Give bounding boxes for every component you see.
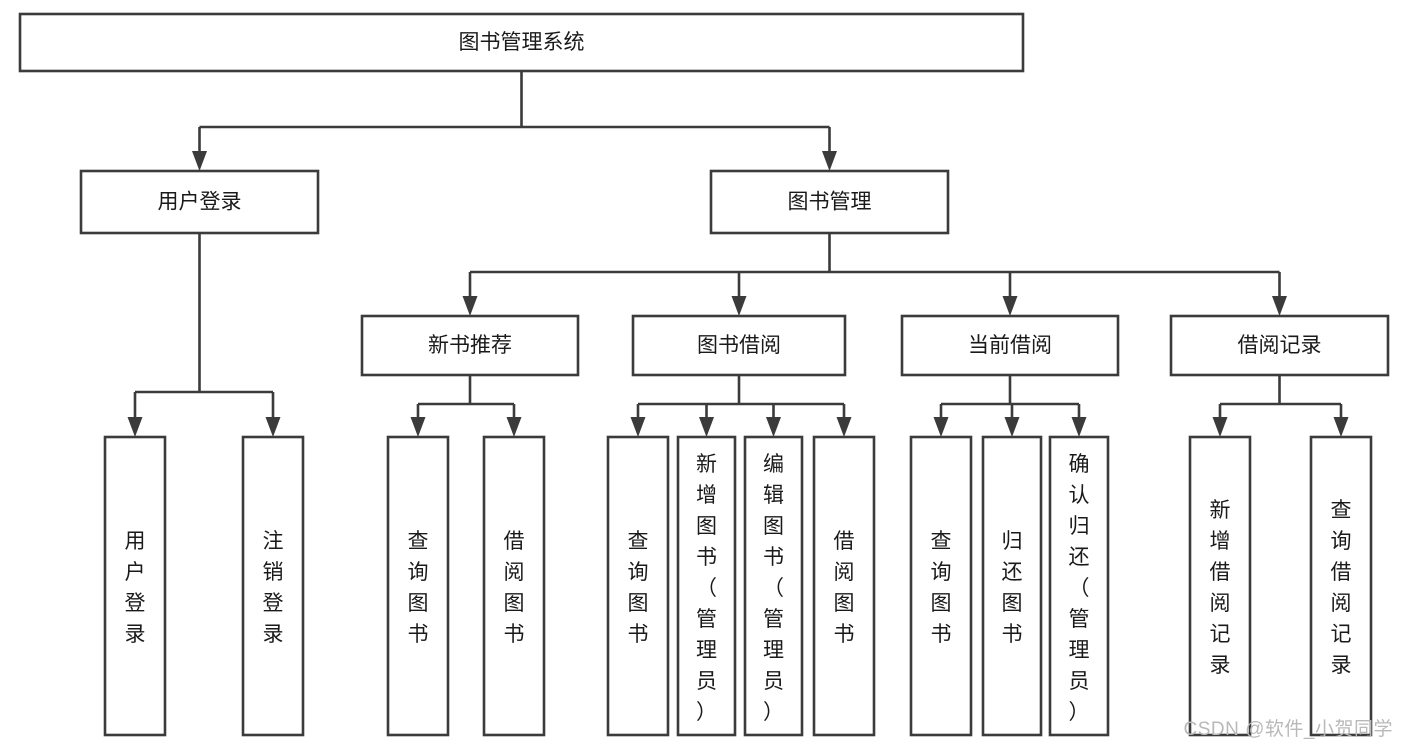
- arrow-head-leaf-add-borrow-record: [1212, 417, 1228, 437]
- arrow-head-leaf-borrow-book-rec: [506, 417, 522, 437]
- node-label-book-borrow: 图书借阅: [697, 334, 781, 357]
- node-leaf-borrow-book-rec[interactable]: 借阅图书: [482, 435, 546, 737]
- node-label-leaf-query-book-current: 查询图书: [931, 530, 952, 646]
- node-label-book-manage: 图书管理: [788, 191, 872, 214]
- node-box-leaf-query-book-rec: [386, 435, 450, 737]
- node-label-leaf-borrow-book-rec: 借阅图书: [504, 530, 525, 646]
- node-label-new-book-rec: 新书推荐: [428, 334, 512, 357]
- arrow-head-leaf-query-book-rec: [410, 417, 426, 437]
- arrow-head-leaf-user-login: [127, 417, 143, 437]
- node-box-leaf-add-book-admin: [676, 435, 737, 737]
- node-label-leaf-add-borrow-record: 新增借阅记录: [1210, 499, 1231, 677]
- node-book-borrow[interactable]: 图书借阅: [631, 314, 847, 377]
- node-user-login[interactable]: 用户登录: [79, 169, 320, 235]
- node-leaf-borrow-book[interactable]: 借阅图书: [812, 435, 876, 737]
- node-label-borrow-record: 借阅记录: [1238, 334, 1322, 357]
- node-leaf-add-borrow-record[interactable]: 新增借阅记录: [1188, 435, 1252, 737]
- node-leaf-query-book-borrow[interactable]: 查询图书: [606, 435, 670, 737]
- node-box-new-book-rec: [360, 314, 580, 377]
- node-leaf-edit-book-admin[interactable]: 编辑图书（管理员）: [743, 435, 804, 737]
- arrow-head-leaf-user-logout: [265, 417, 281, 437]
- node-box-leaf-add-borrow-record: [1188, 435, 1252, 737]
- node-label-leaf-query-book-rec: 查询图书: [408, 530, 429, 646]
- edge-group-book-borrow: [630, 375, 852, 437]
- node-book-manage[interactable]: 图书管理: [709, 169, 950, 235]
- node-label-root: 图书管理系统: [459, 31, 585, 54]
- edge-group-borrow-record: [1212, 375, 1349, 437]
- node-box-leaf-edit-book-admin: [743, 435, 804, 737]
- node-box-user-login: [79, 169, 320, 235]
- node-box-leaf-borrow-book-rec: [482, 435, 546, 737]
- node-label-leaf-confirm-return-admin: 确认归还（管理员）: [1069, 453, 1090, 724]
- node-box-book-borrow: [631, 314, 847, 377]
- node-box-root: [18, 12, 1025, 73]
- node-box-leaf-borrow-book: [812, 435, 876, 737]
- arrow-head-leaf-query-book-current: [933, 417, 949, 437]
- node-box-leaf-query-book-borrow: [606, 435, 670, 737]
- node-leaf-user-logout[interactable]: 注销登录: [241, 435, 305, 737]
- edge-group-root: [192, 71, 837, 171]
- arrow-head-leaf-query-book-borrow: [630, 417, 646, 437]
- arrow-head-book-borrow: [731, 296, 747, 316]
- node-label-leaf-borrow-book: 借阅图书: [834, 530, 855, 646]
- arrow-head-leaf-confirm-return-admin: [1071, 417, 1087, 437]
- node-box-current-borrow: [900, 314, 1120, 377]
- node-label-current-borrow: 当前借阅: [968, 334, 1052, 357]
- arrow-head-leaf-query-borrow-record: [1333, 417, 1349, 437]
- node-label-leaf-return-book: 归还图书: [1002, 530, 1023, 646]
- node-borrow-record[interactable]: 借阅记录: [1169, 314, 1390, 377]
- node-leaf-query-book-rec[interactable]: 查询图书: [386, 435, 450, 737]
- node-root[interactable]: 图书管理系统: [18, 12, 1025, 73]
- node-box-leaf-query-book-current: [909, 435, 973, 737]
- node-label-leaf-add-book-admin: 新增图书（管理员）: [696, 453, 717, 724]
- node-label-leaf-edit-book-admin: 编辑图书（管理员）: [763, 453, 784, 724]
- node-leaf-add-book-admin[interactable]: 新增图书（管理员）: [676, 435, 737, 737]
- node-leaf-user-login[interactable]: 用户登录: [103, 435, 167, 737]
- node-label-leaf-user-login: 用户登录: [125, 530, 146, 646]
- edge-group-new-book-rec: [410, 375, 522, 437]
- node-current-borrow[interactable]: 当前借阅: [900, 314, 1120, 377]
- edges-layer: [127, 71, 1349, 437]
- node-box-leaf-return-book: [981, 435, 1043, 737]
- node-box-leaf-user-logout: [241, 435, 305, 737]
- arrow-head-user-login: [192, 151, 207, 171]
- edge-group-current-borrow: [933, 375, 1087, 437]
- node-label-leaf-query-borrow-record: 查询借阅记录: [1331, 499, 1352, 677]
- edge-group-user-login: [127, 233, 281, 437]
- node-box-book-manage: [709, 169, 950, 235]
- node-leaf-confirm-return-admin[interactable]: 确认归还（管理员）: [1048, 435, 1110, 737]
- arrow-head-book-manage: [822, 151, 837, 171]
- node-box-borrow-record: [1169, 314, 1390, 377]
- node-label-leaf-query-book-borrow: 查询图书: [628, 530, 649, 646]
- node-label-leaf-user-logout: 注销登录: [263, 530, 284, 646]
- arrow-head-leaf-add-book-admin: [699, 417, 714, 437]
- nodes-layer: 图书管理系统用户登录图书管理新书推荐图书借阅当前借阅借阅记录用户登录注销登录查询…: [18, 12, 1390, 737]
- arrow-head-leaf-return-book: [1004, 417, 1020, 437]
- node-leaf-return-book[interactable]: 归还图书: [981, 435, 1043, 737]
- node-box-leaf-query-borrow-record: [1309, 435, 1373, 737]
- node-box-leaf-confirm-return-admin: [1048, 435, 1110, 737]
- node-box-leaf-user-login: [103, 435, 167, 737]
- node-new-book-rec[interactable]: 新书推荐: [360, 314, 580, 377]
- node-leaf-query-borrow-record[interactable]: 查询借阅记录: [1309, 435, 1373, 737]
- arrow-head-new-book-rec: [462, 296, 478, 316]
- arrow-head-leaf-edit-book-admin: [766, 417, 781, 437]
- arrow-head-current-borrow: [1002, 296, 1018, 316]
- node-label-user-login: 用户登录: [158, 191, 242, 214]
- arrow-head-borrow-record: [1272, 296, 1287, 316]
- edge-group-book-manage: [462, 233, 1287, 316]
- arrow-head-leaf-borrow-book: [836, 417, 852, 437]
- node-leaf-query-book-current[interactable]: 查询图书: [909, 435, 973, 737]
